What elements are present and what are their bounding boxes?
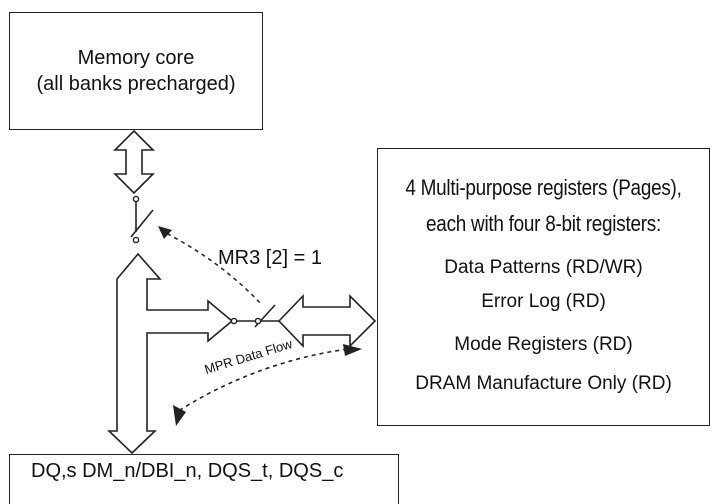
memory-core-title: Memory core: [77, 47, 195, 69]
mpr-item-dram-manufacture: DRAM Manufacture Only (RD): [415, 373, 672, 394]
mpr-node-left: [230, 317, 238, 325]
mpr-box-title-line1: 4 Multi-purpose registers (Pages),: [405, 175, 682, 200]
mpr-box-title-line2: each with four 8-bit registers:: [426, 211, 661, 236]
mpr-bus-arrow: [277, 294, 377, 348]
dq-signals-label: DQ,s DM_n/DBI_n, DQS_t, DQS_c: [31, 460, 344, 482]
mpr-item-mode-registers: Mode Registers (RD): [454, 334, 633, 355]
mpr-item-error-log: Error Log (RD): [481, 291, 606, 312]
memory-core-box: Memory core (all banks precharged): [9, 12, 263, 130]
mpr-register-box: 4 Multi-purpose registers (Pages), each …: [377, 148, 710, 426]
dq-bus-arrow: [107, 252, 234, 455]
memory-core-subtitle: (all banks precharged): [36, 73, 236, 95]
mpr-node-mid: [254, 317, 262, 325]
switch-node-bottom: [132, 236, 140, 244]
core-bus-arrow: [113, 129, 155, 195]
mpr-flow-arrowhead-left: [173, 405, 186, 426]
connection-diagram: [107, 129, 377, 455]
switch-node-top: [132, 195, 140, 203]
mpr-flow-arrowhead-right: [343, 344, 362, 356]
switch-blade: [130, 209, 154, 238]
mpr-item-data-patterns: Data Patterns (RD/WR): [444, 257, 643, 278]
mr3-control-arrowhead: [158, 226, 172, 239]
mr3-control-dashed-line: [159, 229, 263, 306]
mr3-switch-label: MR3 [2] = 1: [218, 247, 322, 269]
